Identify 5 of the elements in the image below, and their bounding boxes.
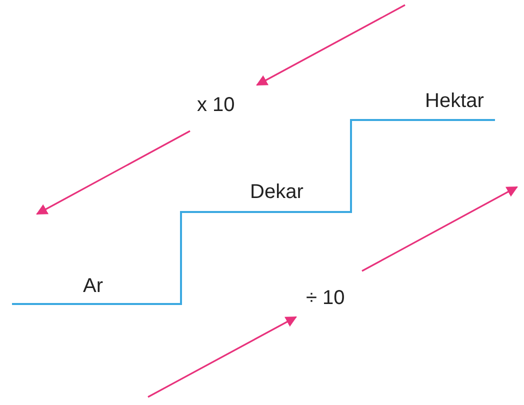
step-label: Dekar bbox=[250, 182, 304, 202]
factor-label: x 10 bbox=[197, 95, 235, 115]
factor-label: ÷ 10 bbox=[306, 288, 345, 308]
step-label: Ar bbox=[83, 276, 103, 296]
step-label: Hektar bbox=[425, 91, 484, 111]
